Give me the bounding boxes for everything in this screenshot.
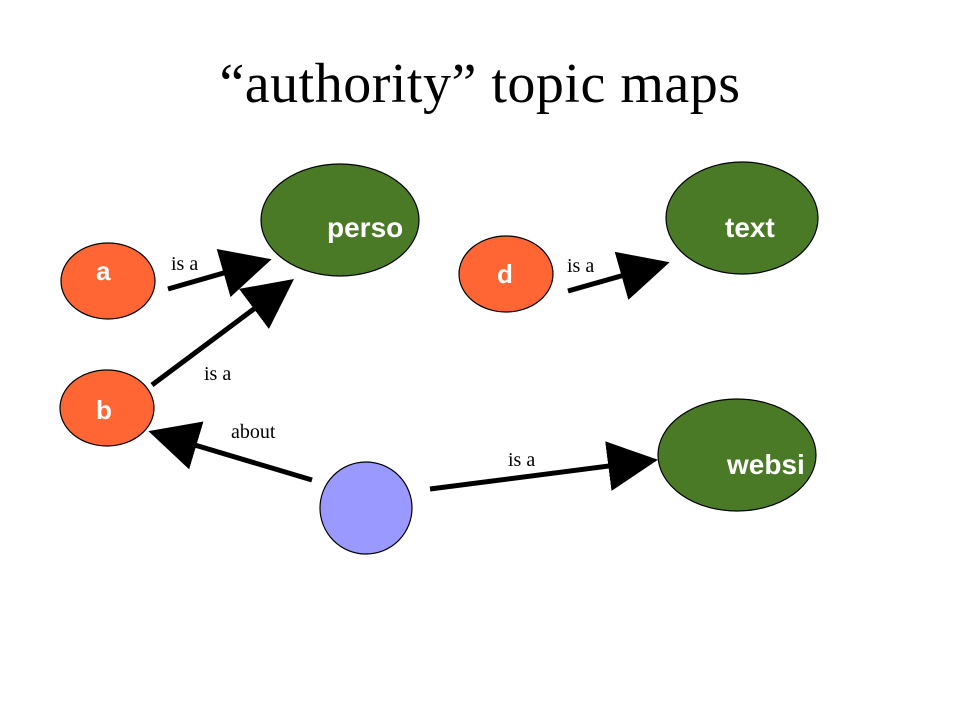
node-b: b <box>59 369 155 447</box>
node-person: perso <box>260 163 420 277</box>
node-text-label: text <box>725 212 775 243</box>
node-text: text <box>665 161 819 275</box>
node-d: d <box>458 235 554 313</box>
edge-b-person <box>150 279 295 388</box>
node-person-label: perso <box>327 212 403 243</box>
node-d-label: d <box>497 259 513 289</box>
edge-label-blank-website: is a <box>508 449 535 471</box>
node-b-label: b <box>96 395 112 425</box>
edge-a-person <box>167 249 272 298</box>
node-website-label: websi <box>726 449 805 480</box>
edge-label-b-person: is a <box>204 363 231 385</box>
edge-label-d-text: is a <box>567 255 594 277</box>
edge-blank-website <box>429 441 658 492</box>
page-title: “authority” topic maps <box>219 53 741 115</box>
edge-d-text <box>567 251 670 300</box>
edge-blank-b <box>148 421 313 483</box>
edge-label-blank-b: about <box>231 421 276 443</box>
node-website: websi <box>657 398 817 512</box>
edge-label-a-person: is a <box>171 253 198 275</box>
node-a: a <box>60 242 156 320</box>
node-blank <box>319 461 413 555</box>
node-a-label: a <box>96 256 111 286</box>
